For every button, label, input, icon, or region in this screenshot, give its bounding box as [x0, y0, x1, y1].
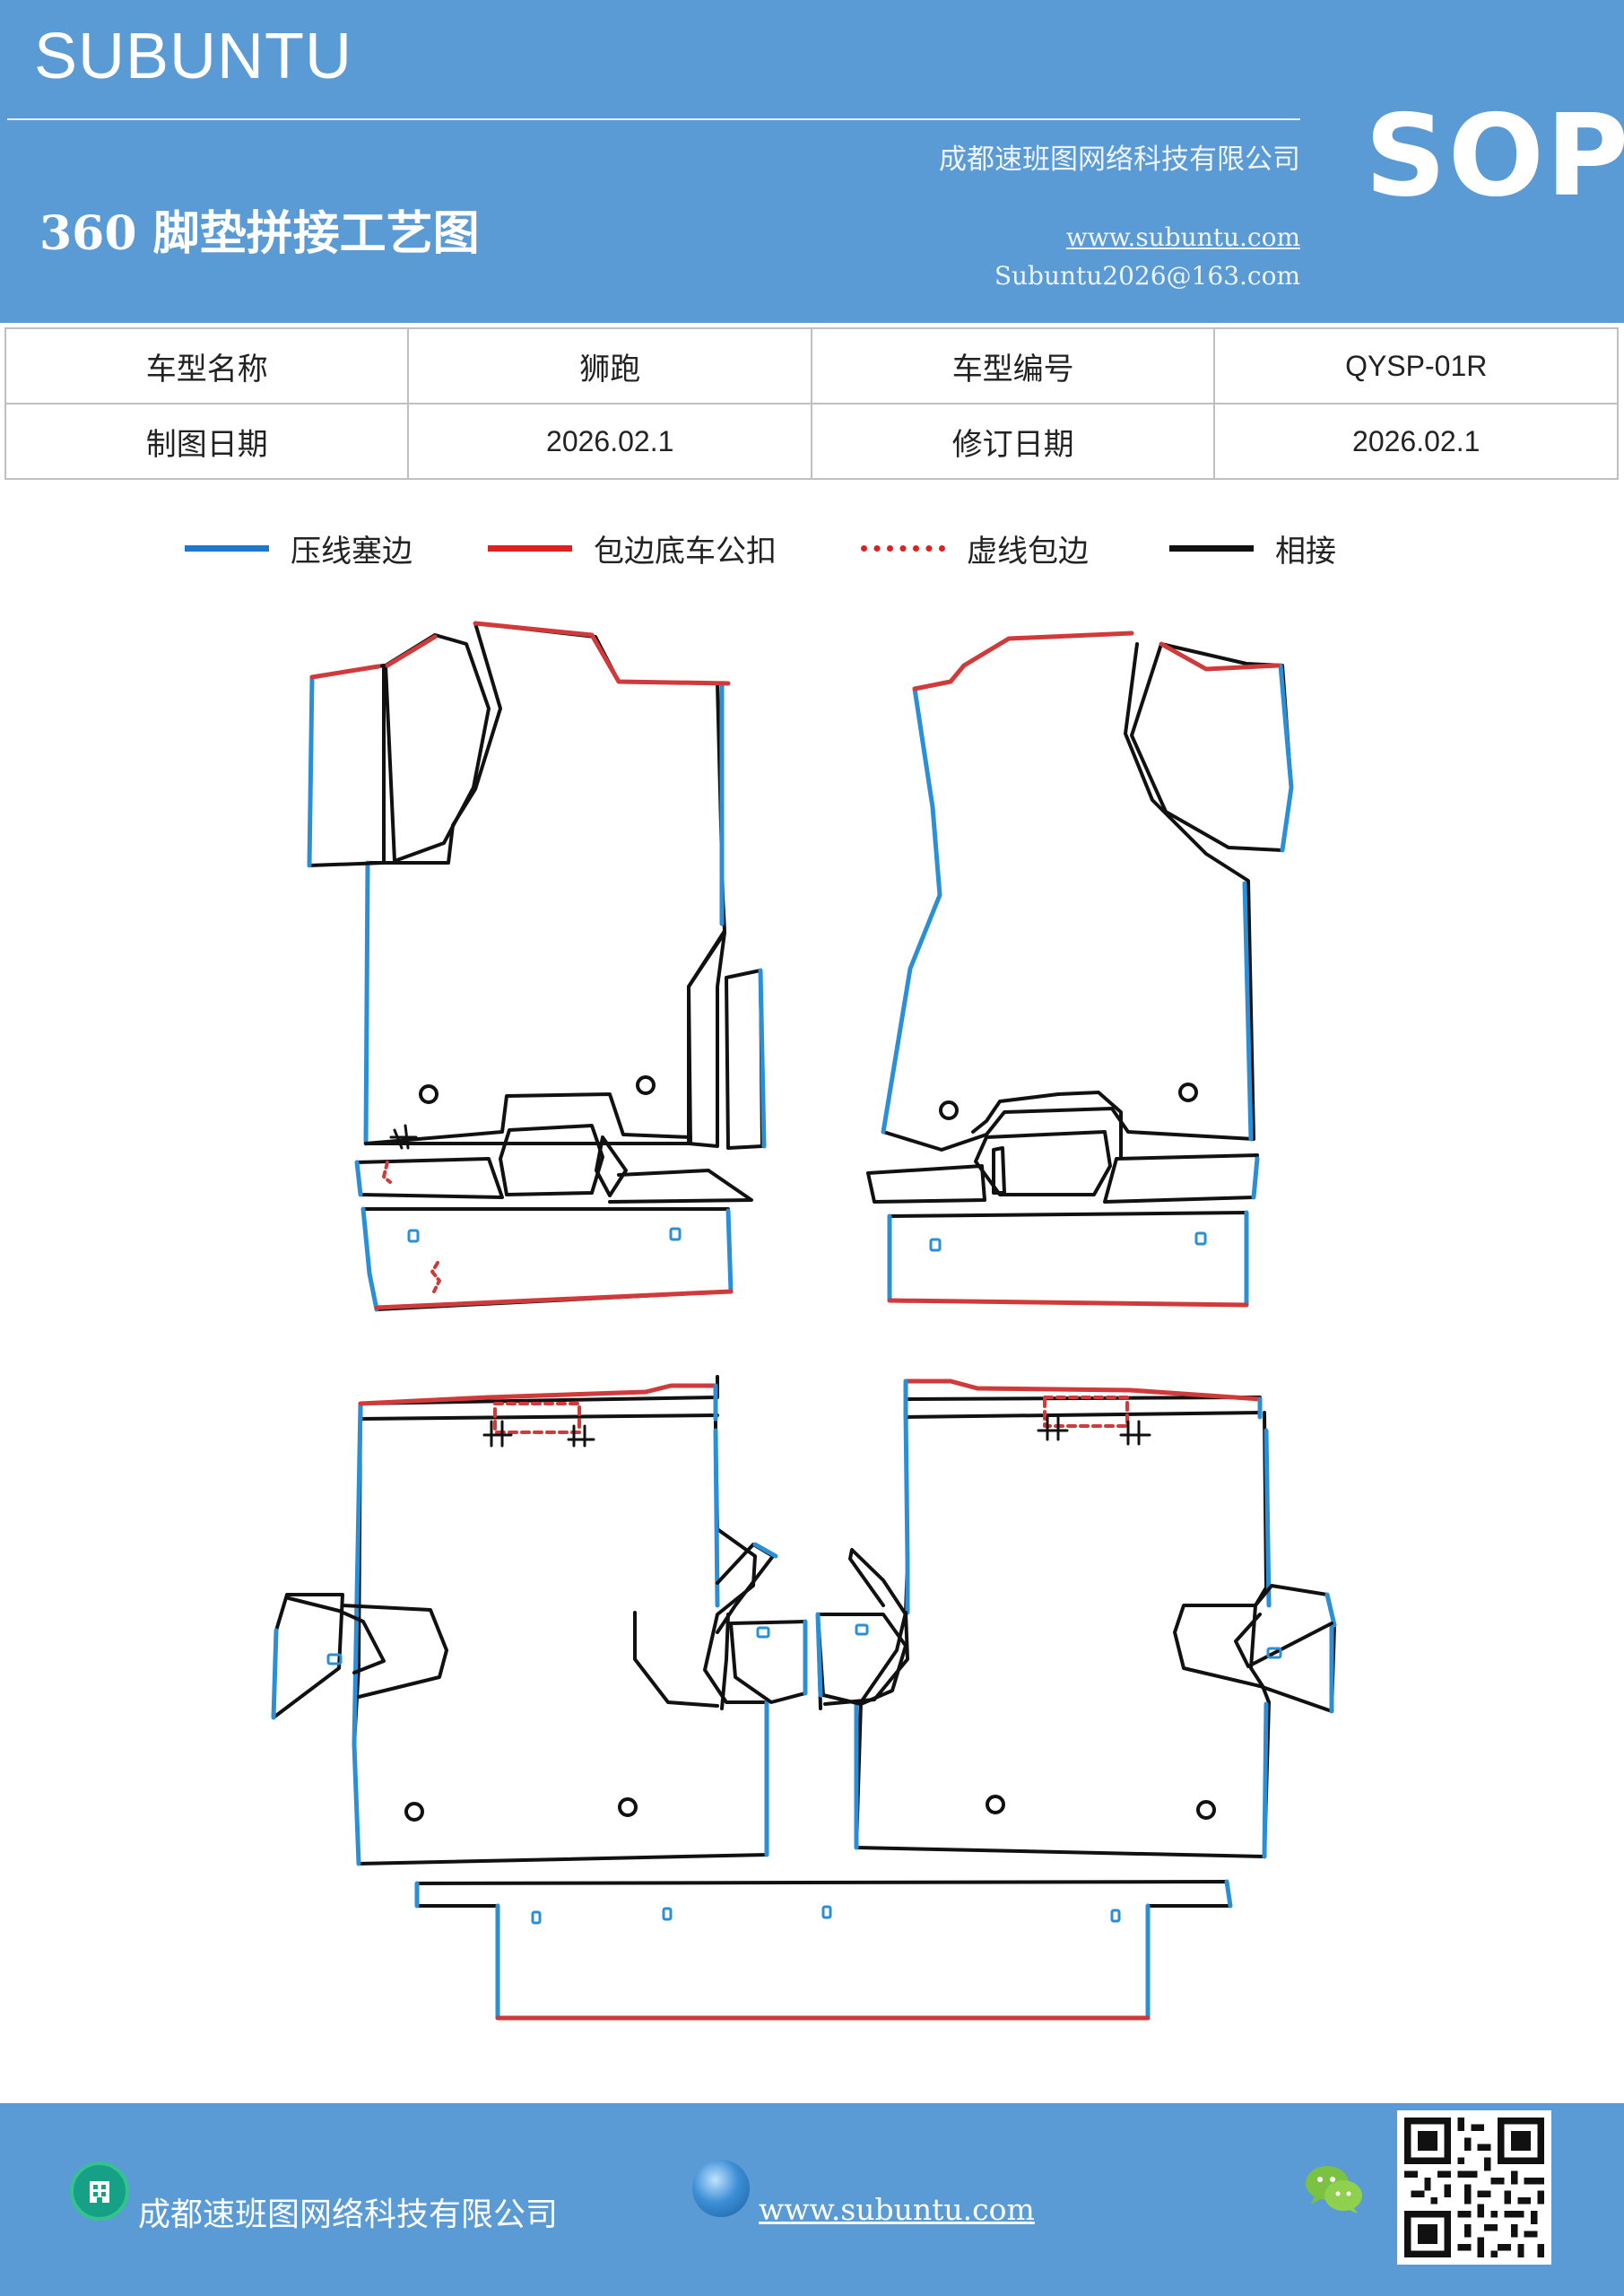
legend-label: 压线塞边 — [291, 533, 413, 570]
sop-badge: SOP — [1365, 90, 1624, 222]
revision-date-label: 修订日期 — [810, 403, 1216, 480]
legend-label: 相接 — [1275, 533, 1336, 570]
draw-date-label: 制图日期 — [4, 403, 410, 480]
footer-company: 成都速班图网络科技有限公司 — [138, 2196, 559, 2233]
qr-code — [1397, 2110, 1551, 2265]
revision-date-value: 2026.02.1 — [1213, 403, 1619, 480]
draw-date-value: 2026.02.1 — [407, 403, 812, 480]
building-icon — [70, 2161, 129, 2221]
vehicle-info-table: 车型名称 狮跑 车型编号 QYSP-01R 制图日期 2026.02.1 修订日… — [4, 327, 1619, 480]
header-divider — [7, 118, 1300, 120]
model-code-label: 车型编号 — [810, 327, 1216, 404]
model-name-value: 狮跑 — [407, 327, 812, 404]
legend-item-dotted-binding: 虚线包边 — [861, 526, 1089, 570]
header-banner — [0, 0, 1624, 323]
legend-swatch-red — [488, 544, 572, 552]
globe-icon — [692, 2160, 750, 2217]
page-title: 360 脚垫拼接工艺图 — [39, 206, 480, 261]
rear-bottom-mat — [414, 1879, 1233, 2021]
legend-item-binding: 包边底车公扣 — [488, 526, 777, 570]
legend-swatch-red-dotted — [861, 544, 945, 552]
rear-left-mat — [271, 1375, 808, 1866]
legend-label: 虚线包边 — [967, 533, 1089, 570]
legend-item-press-line: 压线塞边 — [185, 526, 413, 570]
header-email: Subuntu2026@163.com — [994, 261, 1300, 291]
legend-swatch-black — [1169, 544, 1254, 552]
legend-swatch-blue — [185, 544, 269, 552]
rear-right-mat — [815, 1378, 1337, 1859]
footer-website-link[interactable]: www.subuntu.com — [759, 2192, 1035, 2227]
legend-item-joint: 相接 — [1169, 526, 1336, 570]
legend-label: 包边底车公扣 — [594, 533, 777, 570]
brand-name: SUBUNTU — [34, 21, 353, 92]
model-name-label: 车型名称 — [4, 327, 410, 404]
front-left-mat — [307, 621, 767, 1312]
header-company: 成都速班图网络科技有限公司 — [939, 144, 1300, 176]
table-row: 制图日期 2026.02.1 修订日期 2026.02.1 — [4, 403, 1619, 480]
header-website-link[interactable]: www.subuntu.com — [1065, 222, 1300, 252]
front-right-mat — [866, 631, 1294, 1308]
wechat-icon[interactable] — [1302, 2161, 1365, 2217]
model-code-value: QYSP-01R — [1213, 327, 1619, 404]
table-row: 车型名称 狮跑 车型编号 QYSP-01R — [4, 327, 1619, 404]
